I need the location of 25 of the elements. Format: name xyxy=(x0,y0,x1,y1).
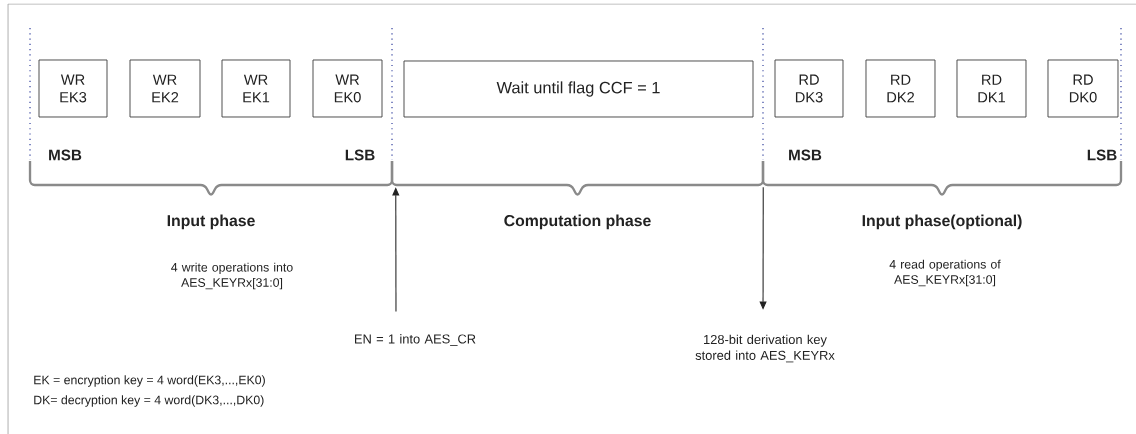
register-box: WR EK3 xyxy=(38,59,108,118)
phase-label: Input phase xyxy=(167,214,255,230)
register-box: RD DK2 xyxy=(865,59,936,118)
bit-order-label: LSB xyxy=(1087,149,1117,161)
curly-brace xyxy=(28,161,394,195)
curly-brace xyxy=(761,161,1123,195)
register-box: RD DK0 xyxy=(1047,59,1119,118)
register-box: WR EK1 xyxy=(221,59,291,118)
bit-order-label: MSB xyxy=(789,149,822,161)
bit-order-label: LSB xyxy=(345,149,375,161)
annotation-text: 128-bit derivation key stored into AES_KEYRx xyxy=(695,334,835,363)
phase-label: Input phase(optional) xyxy=(862,214,1022,230)
register-box: RD DK1 xyxy=(956,59,1027,118)
phase-label: Computation phase xyxy=(504,214,651,230)
register-box: WR EK2 xyxy=(129,59,201,118)
register-box: RD DK3 xyxy=(774,59,844,118)
bit-order-label: MSB xyxy=(49,149,82,161)
curly-brace xyxy=(390,161,765,195)
register-box: WR EK0 xyxy=(312,59,383,118)
definition-text: EK = encryption key = 4 word(EK3,...,EK0) xyxy=(34,375,265,387)
status-box: Wait until flag CCF = 1 xyxy=(403,60,754,118)
note-text: 4 write operations into AES_KEYRx[31:0] xyxy=(171,262,293,290)
annotation-text: EN = 1 into AES_CR xyxy=(355,334,476,346)
definition-text: DK= decryption key = 4 word(DK3,...,DK0) xyxy=(34,395,264,407)
note-text: 4 read operations of AES_KEYRx[31:0] xyxy=(889,259,1001,287)
